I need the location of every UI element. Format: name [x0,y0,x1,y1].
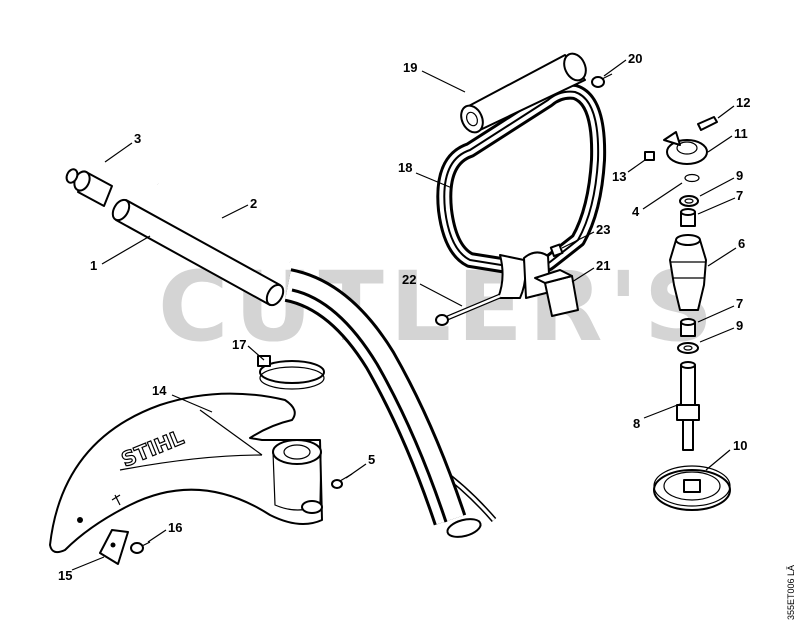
svg-text:2: 2 [250,196,257,211]
callout-14: 14 [152,383,213,413]
callout-4: 4 [632,182,683,219]
callout-16: 16 [147,520,182,543]
callout-7-lower: 7 [697,296,743,323]
svg-text:6: 6 [738,236,745,251]
part-washer-9-lower [677,342,699,354]
part-bushing-7-upper [680,208,696,227]
svg-text:7: 7 [736,188,743,203]
svg-text:17: 17 [232,337,246,352]
part-screw-16 [130,541,151,554]
callout-18: 18 [398,160,453,189]
callout-22: 22 [402,272,463,307]
svg-text:19: 19 [403,60,417,75]
callout-19: 19 [403,60,466,93]
part-clamp-17 [257,355,325,390]
part-nut-13 [644,151,655,161]
svg-text:18: 18 [398,160,412,175]
callout-10: 10 [705,438,747,471]
svg-text:8: 8 [633,416,640,431]
callout-3: 3 [104,131,141,163]
svg-text:9: 9 [736,318,743,333]
svg-text:1: 1 [90,258,97,273]
svg-text:12: 12 [736,95,750,110]
part-tube-1 [111,198,285,307]
part-housing-6 [669,234,707,311]
callout-21: 21 [571,258,610,283]
part-spindle-8 [676,361,700,451]
svg-text:13: 13 [612,169,626,184]
svg-text:3: 3 [134,131,141,146]
callout-20: 20 [603,51,642,77]
callout-13: 13 [612,159,646,184]
part-clamp-11 [663,116,718,165]
part-bolt-22 [435,293,501,326]
callout-2: 2 [221,196,257,219]
svg-text:20: 20 [628,51,642,66]
svg-text:21: 21 [596,258,610,273]
svg-text:11: 11 [734,126,748,141]
callout-9-lower: 9 [699,318,743,343]
part-nut-23 [549,243,564,258]
callout-15: 15 [58,556,105,583]
callout-5: 5 [345,452,375,479]
callout-11: 11 [707,126,748,153]
callout-23: 23 [561,222,610,249]
part-circlip-4 [684,173,700,183]
callout-12: 12 [717,95,750,119]
part-curved-tube [284,268,482,538]
callout-8: 8 [633,403,681,431]
svg-text:9: 9 [736,168,743,183]
part-screw-20 [591,73,613,88]
svg-text:16: 16 [168,520,182,535]
svg-text:5: 5 [368,452,375,467]
drawing-code: 355ET006 LÄ [786,565,796,620]
svg-text:7: 7 [736,296,743,311]
callout-9-upper: 9 [699,168,743,197]
svg-text:10: 10 [733,438,747,453]
part-deflector-14: STIHL [49,392,323,554]
part-washer-9-upper [679,195,699,207]
callout-1: 1 [90,235,151,273]
svg-text:14: 14 [152,383,167,398]
part-plate-15 [99,529,129,565]
svg-text:22: 22 [402,272,416,287]
callout-17: 17 [232,337,265,361]
part-thrust-plate-10 [653,465,731,511]
svg-text:23: 23 [596,222,610,237]
part-cap-3 [65,168,113,207]
svg-text:15: 15 [58,568,72,583]
svg-text:4: 4 [632,204,640,219]
part-bushing-7-lower [680,318,696,337]
part-clamp-block-21 [534,269,579,317]
callout-6: 6 [707,236,745,267]
part-grip-19 [460,52,587,134]
callout-7-upper: 7 [697,188,743,215]
